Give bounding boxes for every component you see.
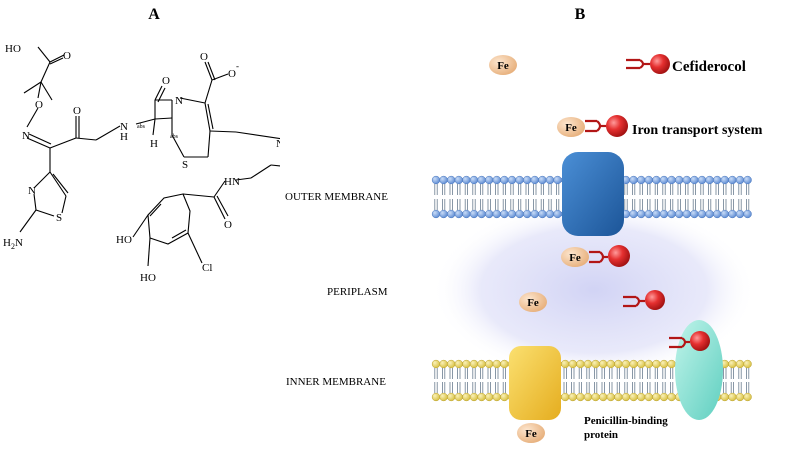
structure-bonds (19, 46, 326, 267)
atom-o-benzamide: O (224, 219, 232, 231)
fe-ion-periplasm: Fe (519, 292, 547, 312)
outer-membrane-label: OUTER MEMBRANE (285, 191, 388, 203)
atom-o-amide: O (73, 105, 81, 117)
atom-s-ring: S (182, 159, 188, 171)
atom-o-minus: O (228, 68, 236, 80)
fe-ion-free-top: Fe (489, 55, 517, 75)
mechanism-diagram: B OUTER MEMBRANE PERIPLASM INNER MEMBRAN… (285, 6, 763, 443)
cefiderocol-icon-legend (626, 54, 670, 74)
cefiderocol-periplasm (623, 290, 665, 310)
svg-text:Fe: Fe (565, 122, 577, 134)
atom-cl: Cl (202, 262, 212, 274)
svg-text:Fe: Fe (569, 252, 581, 264)
svg-text:Fe: Fe (525, 428, 537, 440)
cefiderocol-structure: A (3, 6, 326, 284)
atom-hn: HN (224, 176, 240, 188)
atom-s-thiazole: S (56, 212, 62, 224)
atom-ho-1: HO (116, 234, 132, 246)
atom-o-acid: O (63, 50, 71, 62)
panel-a-letter: A (148, 6, 160, 23)
structure-atom-labels: HO O O N O N H abs abs H O N S O O - N +… (3, 43, 289, 284)
cefiderocol-bound-pbp (669, 331, 710, 351)
atom-o-oxime: O (35, 99, 43, 111)
outer-membrane-porin (562, 152, 624, 236)
cefiderocol-label: Cefiderocol (672, 59, 746, 75)
atom-ho: HO (5, 43, 21, 55)
stereo-abs-left: abs (137, 124, 146, 130)
iron-transport-label: Iron transport system (632, 123, 763, 138)
inner-membrane-transporter (509, 346, 561, 420)
stereo-abs-right: abs (170, 134, 179, 140)
pbp-label-line2: protein (584, 429, 618, 441)
atom-ho-2: HO (140, 272, 156, 284)
atom-h-ring: H (150, 138, 158, 150)
fe-cefiderocol-complex-periplasm: Fe (561, 245, 630, 267)
penicillin-binding-protein (675, 320, 723, 420)
fe-cefiderocol-complex-top: Fe (557, 115, 628, 137)
atom-h-amide: H (120, 131, 128, 143)
panel-b-letter: B (575, 6, 586, 23)
atom-n-oxime: N (22, 130, 30, 142)
charge-minus: - (236, 61, 239, 71)
periplasm-label: PERIPLASM (327, 286, 388, 298)
fe-ion-cytoplasm: Fe (517, 423, 545, 443)
svg-text:Fe: Fe (527, 297, 539, 309)
atom-n-amide: N (120, 121, 128, 133)
atom-o-carboxylate: O (200, 51, 208, 63)
svg-text:Fe: Fe (497, 60, 509, 72)
atom-h2n: H2N (3, 237, 23, 251)
panel-a: A (0, 0, 326, 447)
panel-b: B OUTER MEMBRANE PERIPLASM INNER MEMBRAN… (280, 0, 792, 447)
atom-o-lactam: O (162, 75, 170, 87)
atom-n-thiazole: N (28, 185, 36, 197)
inner-membrane-label: INNER MEMBRANE (286, 376, 386, 388)
atom-n-lactam: N (175, 95, 183, 107)
pbp-label-line1: Penicillin-binding (584, 415, 668, 427)
